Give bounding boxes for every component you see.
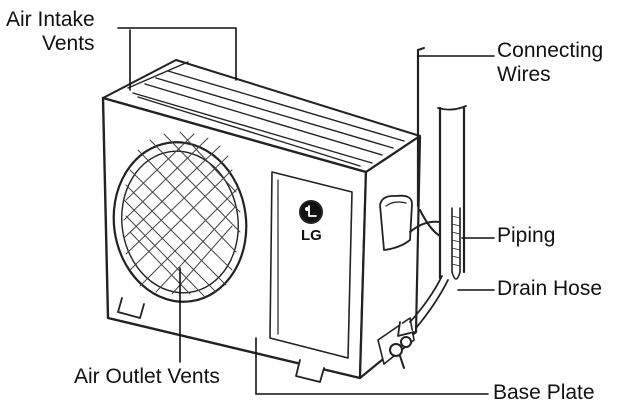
label-drain-hose: Drain Hose — [497, 277, 602, 301]
label-piping: Piping — [497, 224, 555, 248]
label-air-intake-line2: Vents — [6, 32, 130, 56]
lg-logo-mark — [300, 201, 322, 223]
service-panel — [270, 172, 352, 358]
label-connecting-line2: Wires — [497, 63, 603, 87]
label-air-intake-vents: Air Intake Vents — [6, 8, 130, 56]
label-connecting-line1: Connecting — [497, 39, 603, 62]
lg-logo-text: LG — [301, 228, 322, 244]
label-base-plate: Base Plate — [493, 381, 595, 405]
connecting-wires — [418, 48, 424, 206]
side-handle — [380, 196, 412, 250]
label-air-outlet-vents: Air Outlet Vents — [74, 365, 220, 389]
drain-hose — [452, 208, 460, 279]
label-air-intake-line1: Air Intake — [6, 8, 95, 31]
label-connecting-wires: Connecting Wires — [497, 39, 603, 87]
